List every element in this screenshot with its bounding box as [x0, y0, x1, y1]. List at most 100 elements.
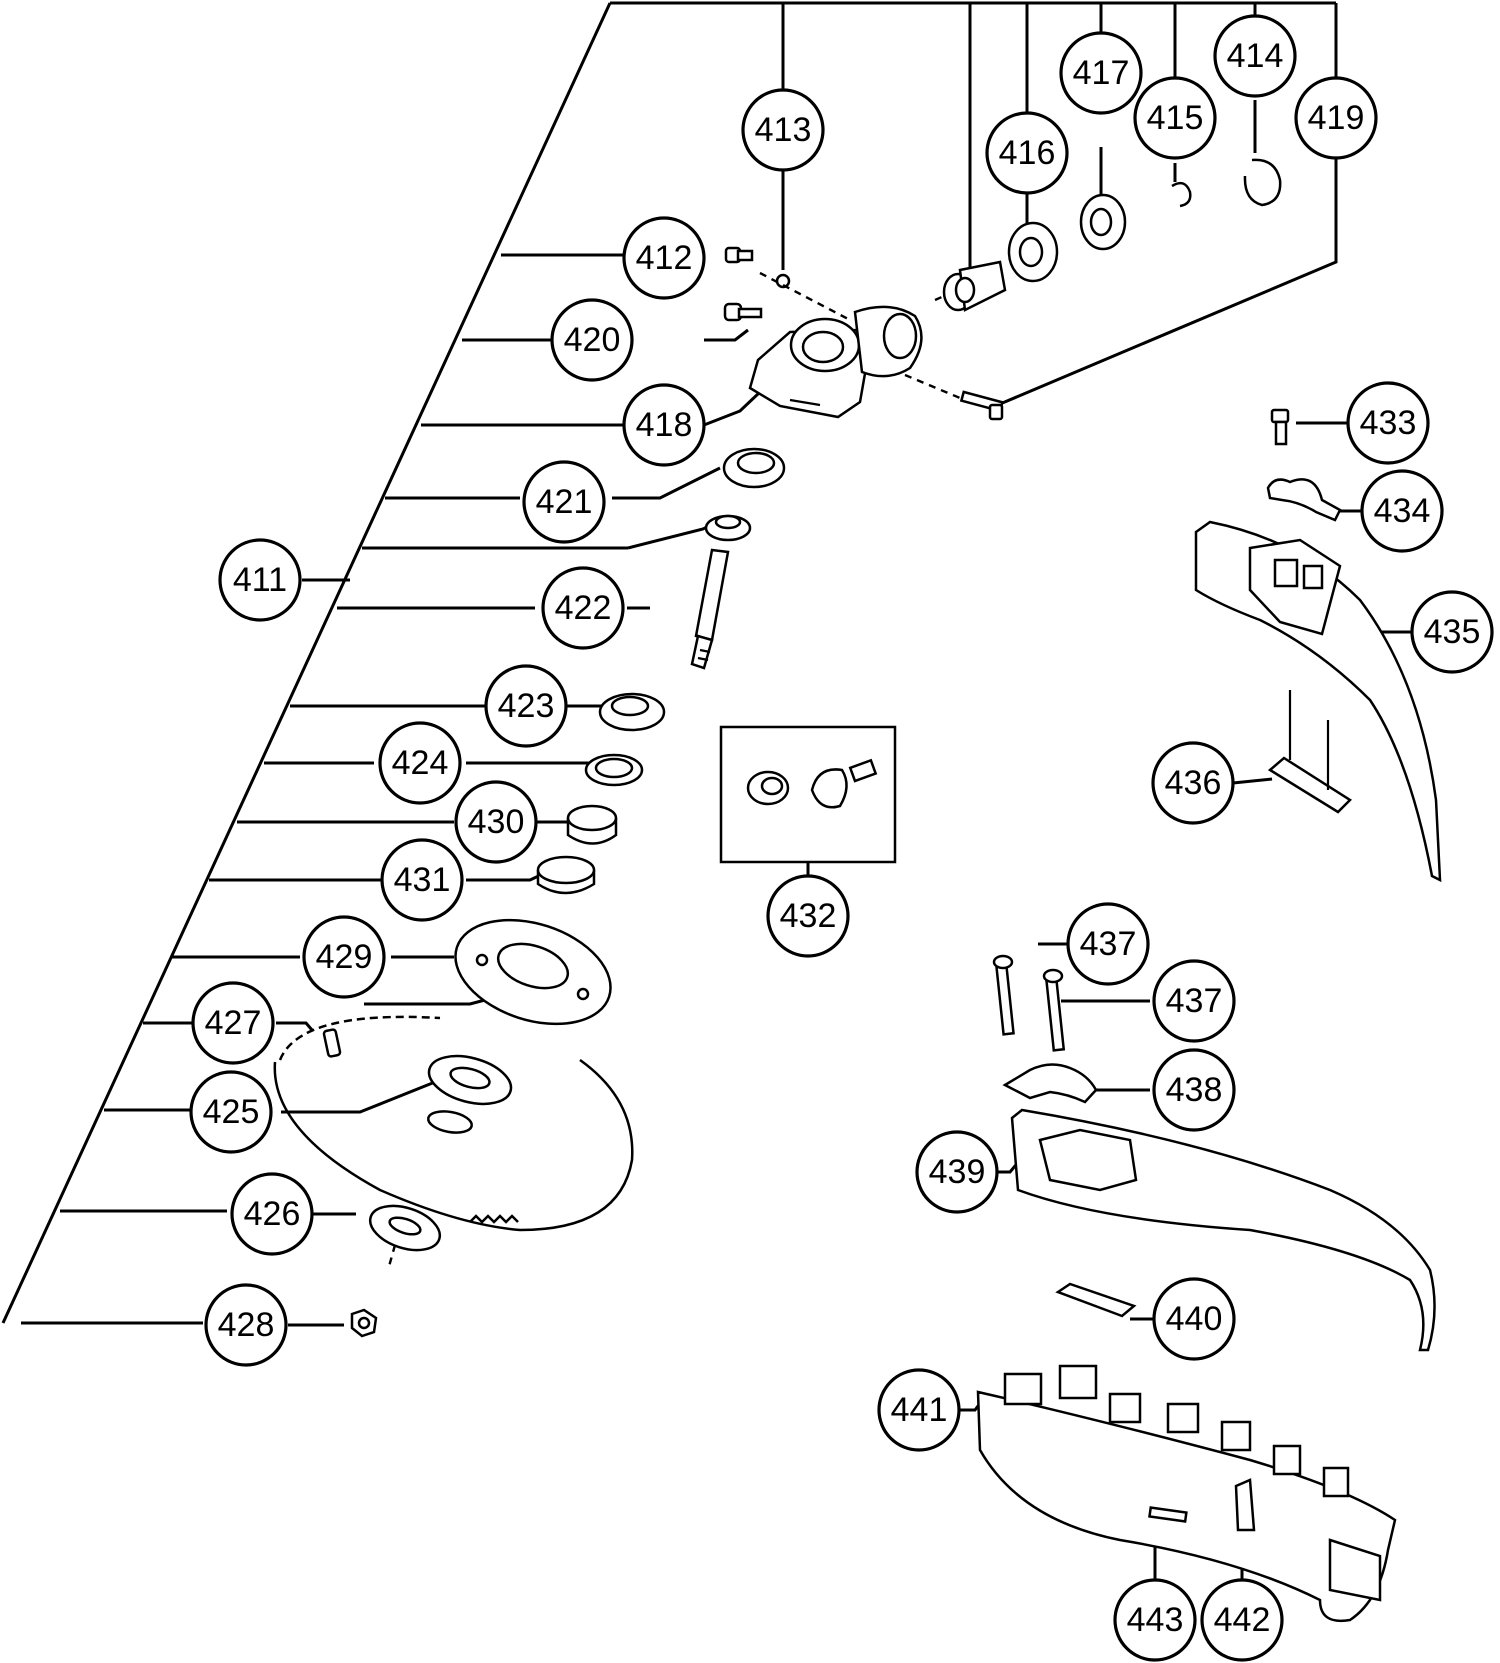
bubble-439: 439	[915, 1130, 999, 1214]
svg-text:415: 415	[1147, 99, 1204, 137]
svg-text:434: 434	[1374, 492, 1431, 530]
svg-text:422: 422	[555, 589, 612, 627]
bubble-443: 443	[1113, 1578, 1197, 1662]
bubble-436: 436	[1151, 741, 1235, 825]
bolt-412	[724, 246, 754, 264]
screw-443	[1148, 1506, 1188, 1523]
bubble-411: 411	[218, 538, 302, 622]
bearing-423	[598, 692, 666, 732]
leader-lines	[1, 1, 1412, 1600]
svg-text:428: 428	[218, 1306, 275, 1344]
svg-text:426: 426	[244, 1195, 301, 1233]
bubble-416: 416	[985, 111, 1069, 195]
plate-436	[1267, 690, 1352, 814]
clamp-434	[1266, 478, 1342, 522]
bubble-426: 426	[230, 1172, 314, 1256]
svg-text:438: 438	[1166, 1071, 1223, 1109]
bolt-420	[723, 302, 763, 322]
svg-text:433: 433	[1360, 404, 1417, 442]
shaft-422	[690, 548, 730, 670]
guard-435	[1194, 520, 1442, 883]
svg-text:437: 437	[1166, 982, 1223, 1020]
svg-text:436: 436	[1165, 764, 1222, 802]
bubble-430: 430	[454, 780, 538, 864]
bubble-431: 431	[380, 838, 464, 922]
bubble-413: 413	[741, 88, 825, 172]
svg-text:430: 430	[468, 803, 525, 841]
bubble-438: 438	[1152, 1048, 1236, 1132]
collar-430	[566, 804, 618, 845]
svg-text:412: 412	[636, 239, 693, 277]
svg-text:437: 437	[1080, 925, 1137, 963]
svg-text:429: 429	[316, 938, 373, 976]
snap-ring-414	[1243, 158, 1282, 207]
clamp-438	[1002, 1063, 1098, 1104]
bubble-440: 440	[1152, 1277, 1236, 1361]
bubble-415: 415	[1133, 76, 1217, 160]
bubble-442: 442	[1200, 1578, 1284, 1662]
part-drawings	[273, 158, 1442, 1623]
bearing-421	[722, 447, 786, 489]
bubble-425: 425	[189, 1070, 273, 1154]
bubble-429: 429	[302, 915, 386, 999]
bubble-419: 419	[1294, 76, 1378, 160]
bubble-423: 423	[484, 664, 568, 748]
bubble-412: 412	[622, 216, 706, 300]
svg-text:421: 421	[536, 483, 593, 521]
holder-plate-429	[454, 918, 612, 1026]
bubble-432: 432	[766, 874, 850, 958]
svg-text:425: 425	[203, 1093, 260, 1131]
svg-text:442: 442	[1214, 1601, 1271, 1639]
svg-text:427: 427	[205, 1004, 262, 1042]
svg-text:431: 431	[394, 861, 451, 899]
gear-housing-418	[748, 305, 923, 419]
bolt-433	[1270, 408, 1290, 446]
bubble-424: 424	[378, 721, 462, 805]
seal-ring-424	[584, 753, 644, 787]
clip-415	[1171, 181, 1192, 208]
cutter-guard-441	[976, 1364, 1397, 1623]
bubble-437a: 437	[1066, 902, 1150, 986]
svg-text:416: 416	[999, 134, 1056, 172]
bubble-433: 433	[1346, 381, 1430, 465]
flange-425	[427, 1054, 513, 1134]
bubble-441: 441	[877, 1368, 961, 1452]
bearing-416	[1007, 221, 1059, 283]
bubble-435: 435	[1410, 590, 1494, 674]
part-number-bubbles: 411 412 413 414 415 416 417 418 419 420 …	[189, 14, 1494, 1662]
bubble-434: 434	[1360, 469, 1444, 553]
svg-text:413: 413	[755, 111, 812, 149]
bolt-419	[959, 390, 1004, 421]
svg-text:411: 411	[233, 561, 287, 599]
cover-426	[368, 1204, 442, 1271]
bubble-418: 418	[622, 383, 706, 467]
gear-set-box-432	[719, 725, 897, 864]
svg-text:441: 441	[891, 1391, 948, 1429]
svg-text:417: 417	[1073, 54, 1130, 92]
saw-blade	[273, 1015, 634, 1232]
svg-text:423: 423	[498, 687, 555, 725]
svg-text:440: 440	[1166, 1300, 1223, 1338]
bubble-422: 422	[541, 566, 625, 650]
svg-text:439: 439	[929, 1153, 986, 1191]
svg-text:418: 418	[636, 406, 693, 444]
svg-text:432: 432	[780, 897, 837, 935]
svg-text:424: 424	[392, 744, 449, 782]
svg-text:414: 414	[1227, 37, 1284, 75]
bubble-414: 414	[1213, 14, 1297, 98]
bubble-428: 428	[204, 1283, 288, 1367]
nut-428	[350, 1308, 378, 1338]
bolts-437	[992, 954, 1066, 1052]
bubble-417: 417	[1059, 31, 1143, 115]
pinion-gear	[942, 260, 1007, 312]
lower-guard-439	[1010, 1108, 1436, 1352]
blade-442	[1234, 1478, 1256, 1532]
svg-text:443: 443	[1127, 1601, 1184, 1639]
bevel-gear	[704, 514, 752, 542]
svg-text:419: 419	[1308, 99, 1365, 137]
bubble-420: 420	[550, 298, 634, 382]
plate-440	[1055, 1282, 1137, 1318]
svg-text:435: 435	[1424, 613, 1481, 651]
bolt-427	[322, 1028, 342, 1058]
